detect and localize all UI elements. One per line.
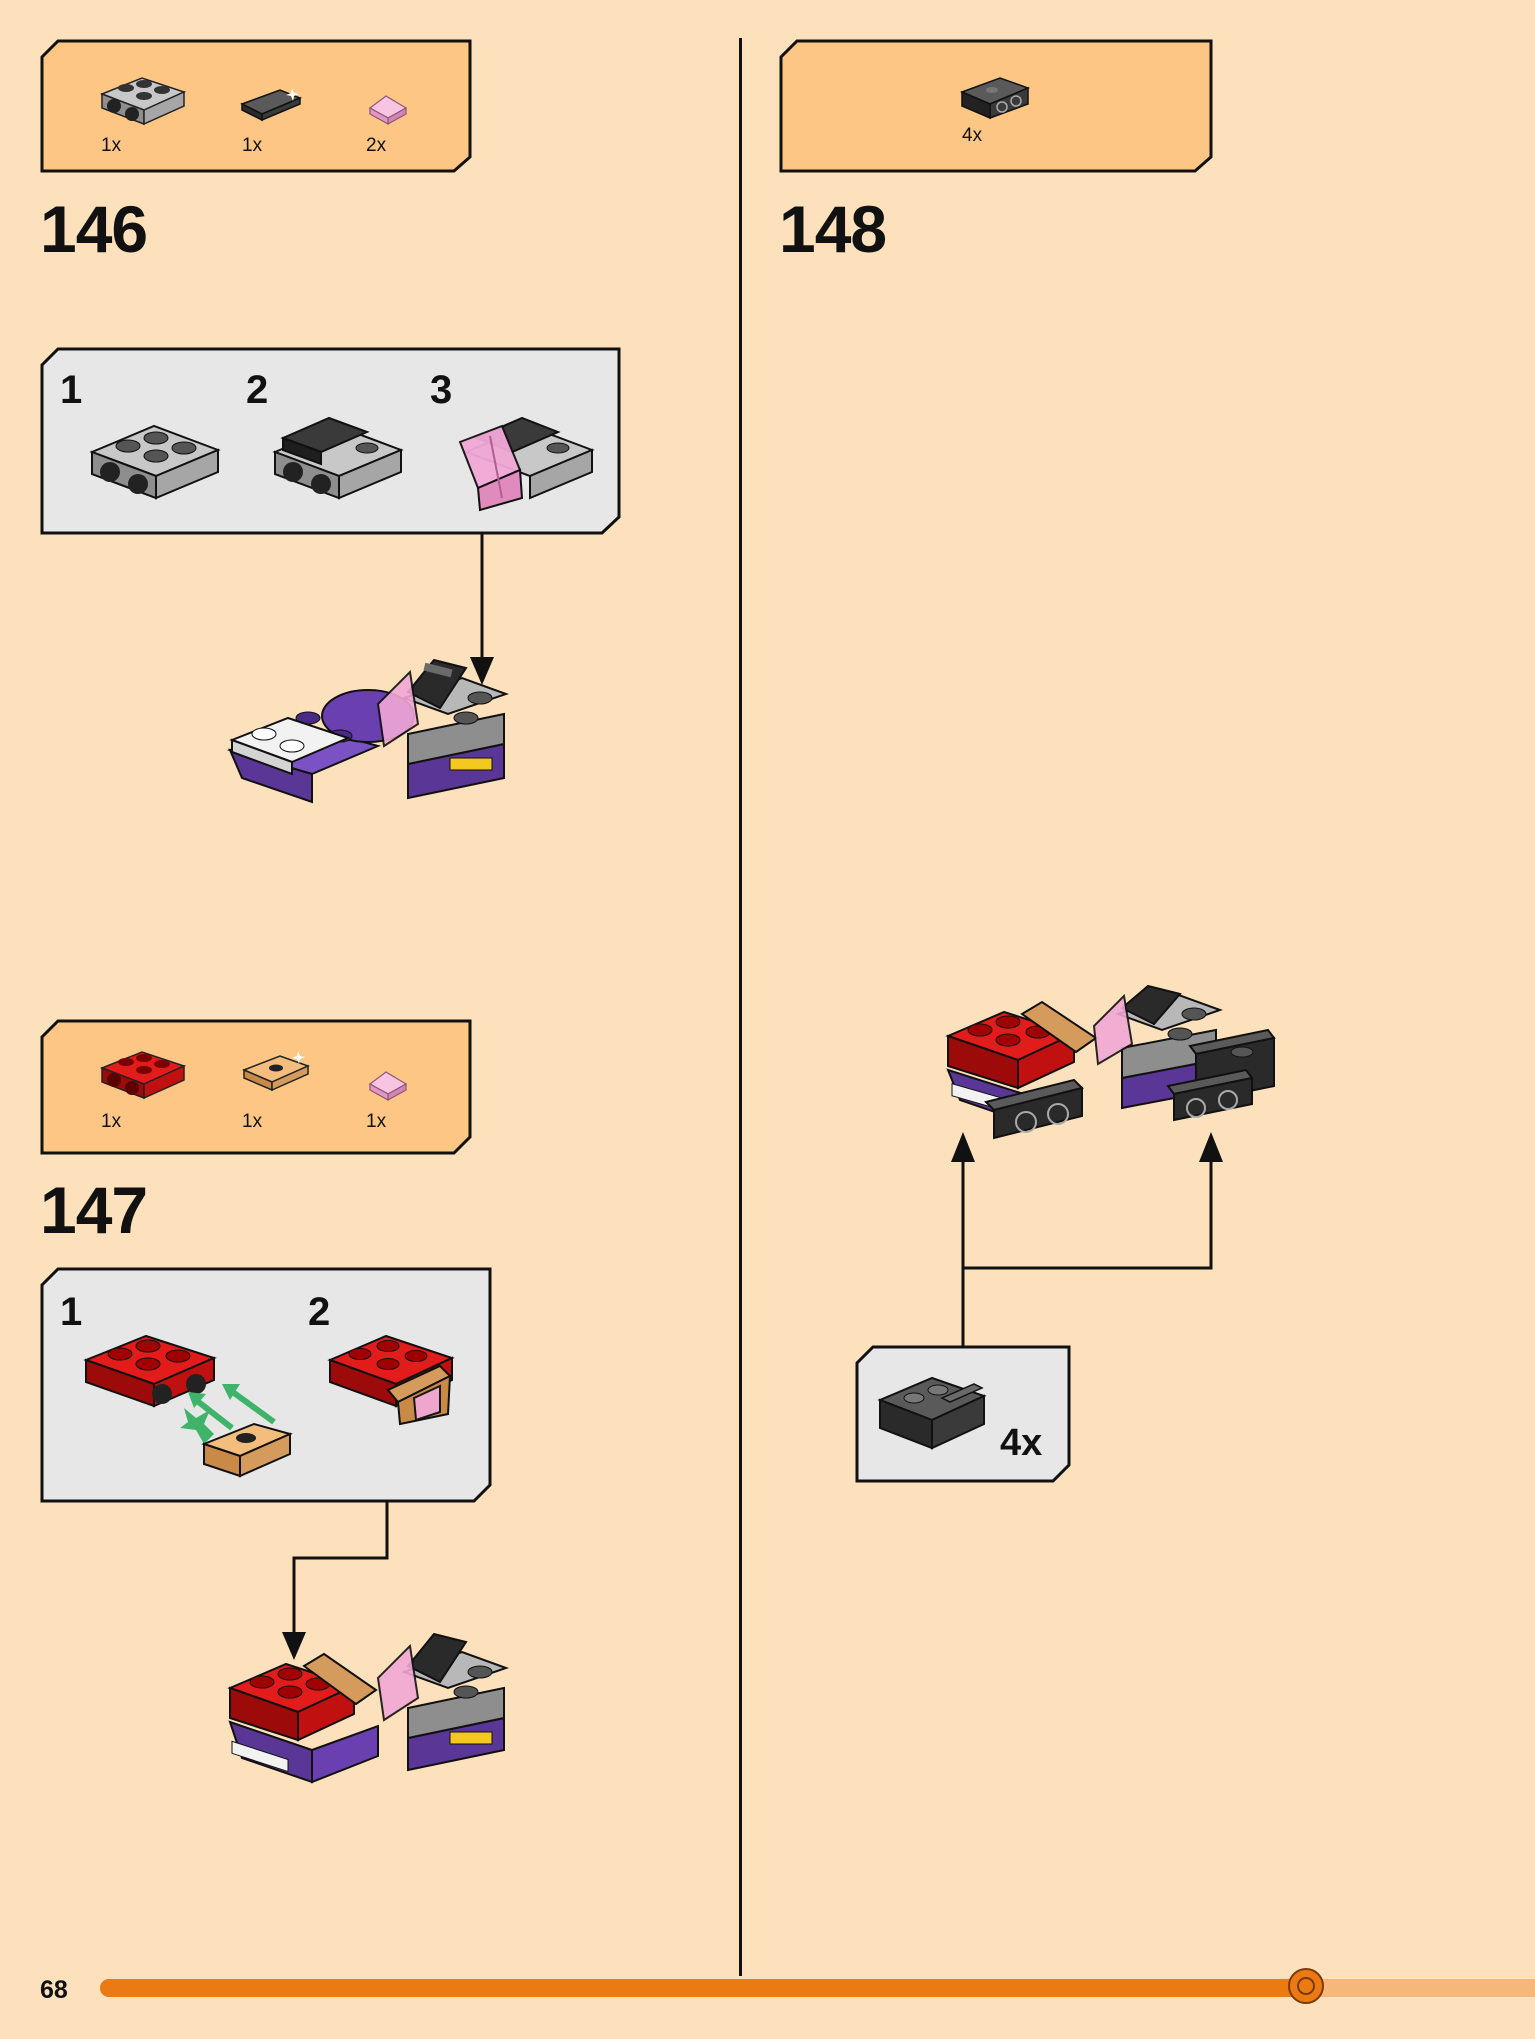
substep-3-pink-slopes-illustration <box>458 416 595 512</box>
black-bracket-plate-icon <box>959 77 1031 120</box>
step-146-model-illustration <box>226 658 509 804</box>
substep-1-gray-plate-illustration <box>89 424 221 500</box>
progress-bar <box>100 1979 1307 1997</box>
substep-number: 2 <box>308 1290 331 1334</box>
step-number: 147 <box>40 1173 148 1247</box>
black-tile-1x2-icon <box>240 88 302 122</box>
callout-qty: 4x <box>1000 1422 1043 1464</box>
part-qty: 1x <box>242 135 263 156</box>
pink-transparent-slope-icon <box>368 1071 408 1102</box>
substep-2-black-tile-illustration <box>272 416 404 500</box>
page-number: 68 <box>40 1976 68 2004</box>
placement-arrow <box>951 1132 1223 1346</box>
red-plate-2x2-with-pins-icon <box>99 1051 187 1100</box>
substep-number: 1 <box>60 368 83 412</box>
substep-1-red-plate-with-jumper-illustration <box>83 1334 293 1478</box>
tan-jumper-plate-icon <box>242 1051 311 1092</box>
gray-plate-2x2-with-pins-icon <box>99 77 187 126</box>
step-148-model-illustration <box>945 984 1276 1140</box>
substep-number: 1 <box>60 1290 83 1334</box>
column-divider <box>739 38 742 1976</box>
step-number: 146 <box>40 192 148 266</box>
placement-arrow <box>282 1502 389 1660</box>
substep-2-red-plate-assembled-illustration <box>327 1334 455 1426</box>
step-number: 148 <box>779 192 887 266</box>
part-qty: 1x <box>101 135 122 156</box>
part-qty: 1x <box>101 1111 122 1132</box>
placement-arrow <box>470 533 494 685</box>
step-147-model-illustration <box>227 1632 509 1784</box>
substep-number: 2 <box>246 368 269 412</box>
black-bracket-plate-icon <box>877 1376 987 1450</box>
part-qty: 2x <box>366 135 387 156</box>
pink-transparent-slope-icon <box>368 95 408 126</box>
part-qty: 1x <box>242 1111 263 1132</box>
substep-box-147 <box>40 1267 492 1503</box>
part-qty: 1x <box>366 1111 387 1132</box>
substep-number: 3 <box>430 368 453 412</box>
progress-knob <box>1288 1968 1324 2004</box>
part-qty: 4x <box>962 125 983 146</box>
